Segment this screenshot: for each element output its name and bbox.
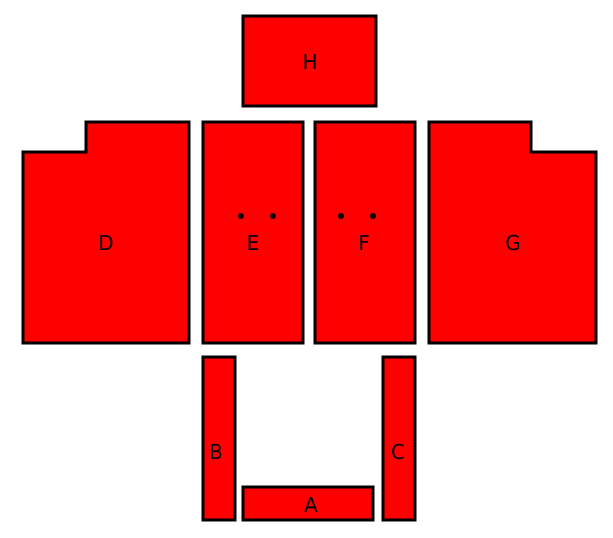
part-f-shape [313,120,417,345]
part-h-shape [241,14,378,108]
part-a: A [241,485,375,522]
part-g-label: G [505,231,521,255]
part-h: H [241,14,378,108]
part-g: G [427,120,598,345]
part-f-marker-dot [338,213,344,219]
part-b-label: B [209,440,223,464]
part-f-marker-dot [370,213,376,219]
part-f-label: F [358,231,370,255]
part-h-label: H [302,50,317,74]
part-b: B [201,355,237,522]
part-g-shape [427,120,598,345]
part-a-label: A [304,493,318,517]
part-e-marker-dot [238,213,244,219]
part-c-label: C [391,440,405,464]
part-e-shape [201,120,305,345]
part-e-marker-dot [270,213,276,219]
part-d-label: D [98,231,113,255]
part-e: E [201,120,305,345]
part-f: F [313,120,417,345]
part-a-shape [241,485,375,522]
part-c-shape [381,355,417,522]
part-b-shape [201,355,237,522]
part-d-shape [21,120,191,345]
part-e-label: E [247,231,260,255]
part-d: D [21,120,191,345]
part-c: C [381,355,417,522]
